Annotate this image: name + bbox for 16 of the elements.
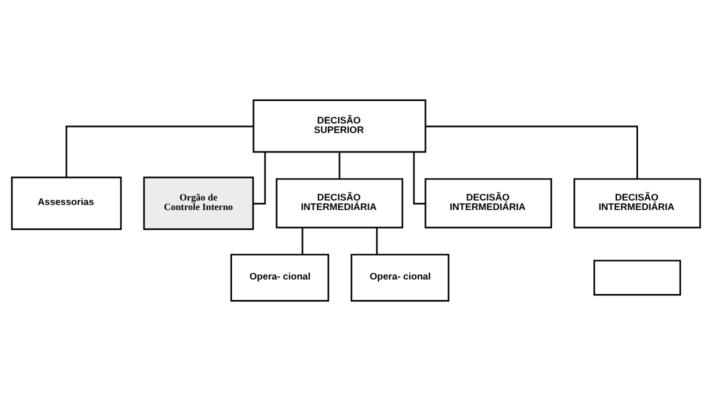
connector <box>66 126 254 178</box>
connector <box>253 152 266 204</box>
connector <box>413 152 426 204</box>
node-box <box>593 260 682 296</box>
connector <box>376 228 378 255</box>
connector <box>302 228 304 255</box>
node-box: DECISÃO INTERMEDIÁRIA <box>276 178 404 228</box>
node-box: Opera- cional <box>350 254 450 302</box>
node-box: Assessorias <box>11 176 122 230</box>
node-box: DECISÃO INTERMEDIÁRIA <box>574 178 701 228</box>
node-box: Opera- cional <box>230 254 330 302</box>
connector <box>338 152 340 179</box>
node-box: DECISÃO SUPERIOR <box>252 99 426 153</box>
connector <box>426 126 638 179</box>
node-box: Orgão de Controle Interno <box>143 176 254 230</box>
node-box: DECISÃO INTERMEDIÁRIA <box>424 178 552 228</box>
